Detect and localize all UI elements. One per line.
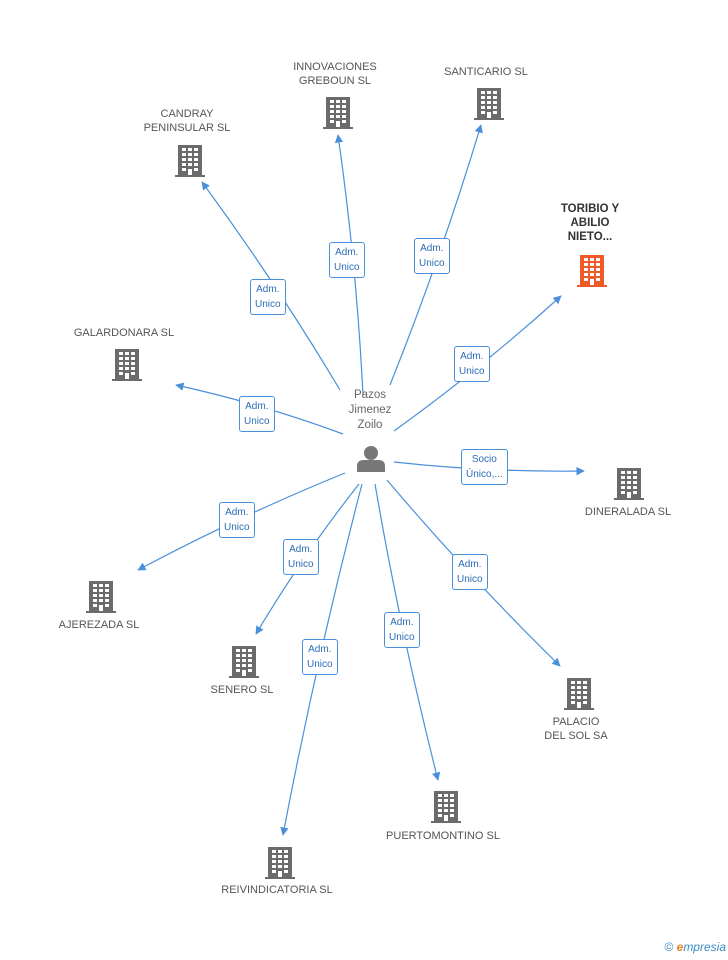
edge-label-palacio: Adm. Unico <box>452 554 488 590</box>
edge-label-toribio: Adm. Unico <box>454 346 490 382</box>
brand-rest: mpresia <box>683 940 726 954</box>
edge-label-galardonara: Adm. Unico <box>239 396 275 432</box>
building-icon[interactable] <box>112 349 142 381</box>
building-icon[interactable] <box>577 255 607 287</box>
building-icon[interactable] <box>265 847 295 879</box>
company-label-senero[interactable]: SENERO SL <box>210 684 274 696</box>
company-label-toribio[interactable]: TORIBIO Y ABILIO NIETO... <box>560 203 620 243</box>
building-icon[interactable] <box>175 145 205 177</box>
company-label-puertomontino[interactable]: PUERTOMONTINO SL <box>386 830 500 842</box>
edge-label-senero: Adm. Unico <box>283 539 319 575</box>
building-icon[interactable] <box>86 581 116 613</box>
edge-label-puertomontino: Adm. Unico <box>384 612 420 648</box>
edge-label-santicario: Adm. Unico <box>414 238 450 274</box>
edge-label-dineralada: Socio Único,... <box>461 449 508 485</box>
edge-label-candray: Adm. Unico <box>250 279 286 315</box>
building-icon[interactable] <box>474 88 504 120</box>
building-icon[interactable] <box>229 646 259 678</box>
person-name-label[interactable]: Pazos Jimenez Zoilo <box>348 389 392 431</box>
person-icon[interactable] <box>357 446 385 472</box>
company-label-palacio[interactable]: PALACIO DEL SOL SA <box>544 716 608 742</box>
company-label-santicario[interactable]: SANTICARIO SL <box>444 66 528 78</box>
company-label-candray[interactable]: CANDRAY PENINSULAR SL <box>143 108 231 134</box>
building-icon[interactable] <box>614 468 644 500</box>
company-label-innovaciones[interactable]: INNOVACIONES GREBOUN SL <box>293 61 377 87</box>
edge-label-innovaciones: Adm. Unico <box>329 242 365 278</box>
company-label-galardonara[interactable]: GALARDONARA SL <box>73 327 175 339</box>
company-label-dineralada[interactable]: DINERALADA SL <box>584 506 672 518</box>
building-icon[interactable] <box>431 791 461 823</box>
brand-initial: e <box>676 940 684 954</box>
edge-label-ajerezada: Adm. Unico <box>219 502 255 538</box>
building-icon[interactable] <box>564 678 594 710</box>
edge-label-reivindicatoria: Adm. Unico <box>302 639 338 675</box>
copyright-symbol: © <box>664 940 674 954</box>
company-label-ajerezada[interactable]: AJEREZADA SL <box>58 619 140 631</box>
company-label-reivindicatoria[interactable]: REIVINDICATORIA SL <box>221 884 333 896</box>
building-icon[interactable] <box>323 97 353 129</box>
empresia-logo[interactable]: © empresia <box>664 940 726 954</box>
